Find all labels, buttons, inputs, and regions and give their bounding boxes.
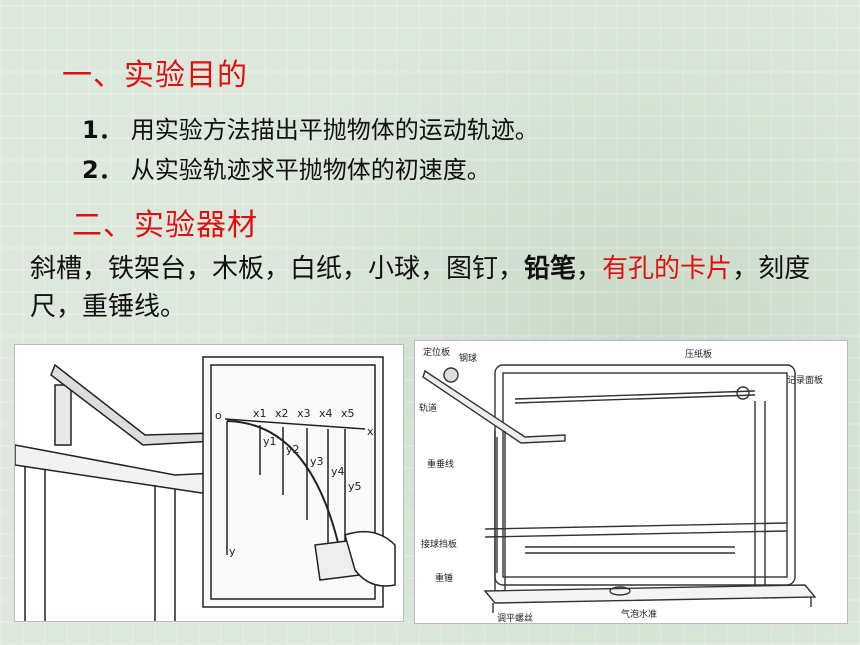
x-tick-4: x4 [319,407,333,420]
item-number: 1． [82,116,123,144]
equipment-card: 有孔的卡片 [602,254,733,284]
origin-label: o [215,409,222,422]
label-track: 轨道 [419,402,437,414]
equipment-text-1: 斜槽，铁架台，木板，白纸，小球，图钉， [30,254,525,284]
label-press: 压纸板 [685,348,712,360]
section-title-purpose: 一、实验目的 [62,58,248,93]
y-tick-3: y3 [310,455,324,468]
label-board: 记录面板 [787,374,823,386]
x-tick-5: x5 [341,407,355,420]
apparatus-diagram: 定位板 钢球 轨道 重垂线 接球挡板 重锤 调平螺丝 压纸板 记录面板 气泡水准 [419,346,823,624]
right-figure-panel: 定位板 钢球 轨道 重垂线 接球挡板 重锤 调平螺丝 压纸板 记录面板 气泡水准 [414,340,848,624]
label-ball: 钢球 [459,352,477,364]
x-tick-1: x1 [253,407,267,420]
label-positioner: 定位板 [423,346,450,358]
equipment-list: 斜槽，铁架台，木板，白纸，小球，图钉，铅笔，有孔的卡片，刻度尺，重锤线。 [30,250,840,326]
purpose-item-2: 2．从实验轨迹求平抛物体的初速度。 [82,150,491,185]
equipment-comma: ， [576,254,603,284]
item-text: 用实验方法描出平抛物体的运动轨迹。 [130,116,539,144]
x-tick-3: x3 [297,407,311,420]
y-tick-5: y5 [348,480,362,493]
y-axis-label: y [229,545,236,558]
item-number: 2． [82,156,123,184]
item-text: 从实验轨迹求平抛物体的初速度。 [130,156,491,184]
y-tick-4: y4 [331,465,345,478]
x-axis-label: x [367,425,374,438]
purpose-item-1: 1．用实验方法描出平抛物体的运动轨迹。 [82,110,539,145]
y-tick-2: y2 [286,443,300,456]
label-screw: 调平螺丝 [497,612,533,623]
y-tick-1: y1 [263,435,277,448]
equipment-text-2: ，刻度尺，重锤线。 [30,254,811,322]
label-plumb: 重垂线 [427,458,454,470]
label-level: 气泡水准 [621,608,657,620]
trajectory-diagram: o x1 x2 x3 x4 x5 x y1 y2 y3 y4 y5 y [14,356,396,621]
label-catcher: 接球挡板 [421,538,457,550]
section-title-equipment: 二、实验器材 [72,208,258,243]
label-weight: 重锤 [435,572,453,584]
equipment-pencil: 铅笔 [524,254,577,284]
x-tick-2: x2 [275,407,289,420]
left-figure-panel: o x1 x2 x3 x4 x5 x y1 y2 y3 y4 y5 y [14,344,404,622]
